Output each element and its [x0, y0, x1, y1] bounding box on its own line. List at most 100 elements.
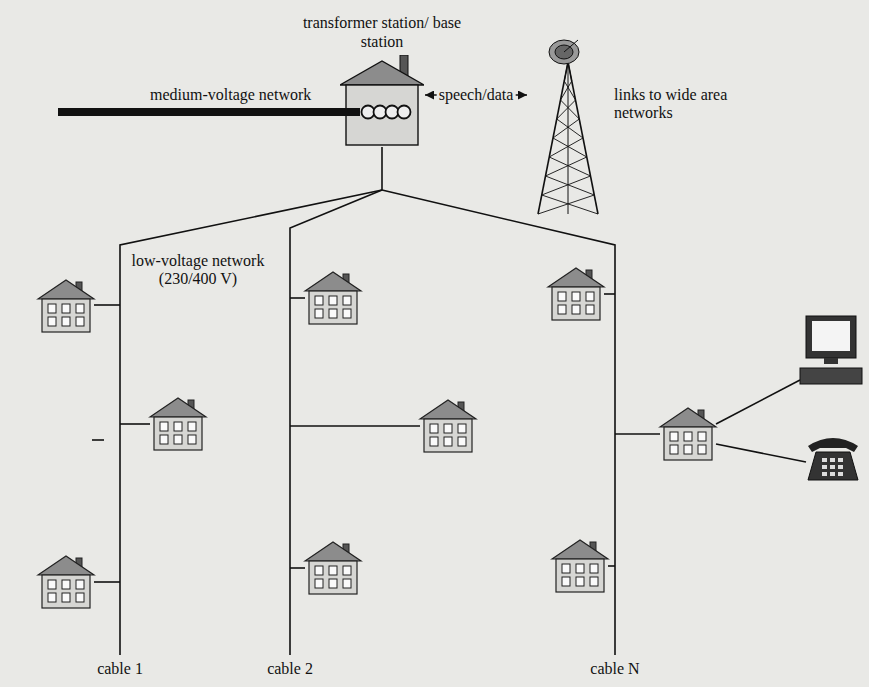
house-body [556, 559, 604, 592]
tower-brace [561, 100, 580, 119]
tower-brace [542, 195, 598, 214]
house-window [458, 437, 466, 446]
house-body [309, 561, 357, 594]
low-voltage-wire [381, 147, 383, 190]
telephone-key [830, 465, 835, 469]
house-window [558, 292, 566, 301]
house-roof [150, 398, 206, 417]
tower-brace [549, 138, 583, 157]
telephone-key [822, 458, 827, 462]
telephone-key [830, 458, 835, 462]
antenna-feed [564, 40, 578, 52]
low-voltage-wire [94, 581, 120, 583]
house-window [315, 579, 323, 588]
cable-label: cable 1 [97, 660, 143, 678]
house-window [444, 437, 452, 446]
transformer-station-drawing [340, 55, 424, 147]
computer-icon [800, 316, 862, 384]
house-body [424, 419, 472, 452]
house-window [315, 296, 323, 305]
radio-tower: links to wide area networks [528, 36, 608, 216]
house-window [329, 296, 337, 305]
house-icon [552, 540, 608, 592]
house-window [572, 305, 580, 314]
low-voltage-wire [608, 565, 615, 567]
house-icon [548, 268, 604, 320]
telephone-base [808, 452, 858, 480]
tower-brace [564, 62, 568, 81]
house-window [160, 422, 168, 431]
station-label: transformer station/ base station [302, 14, 462, 51]
house-window [76, 593, 84, 602]
low-voltage-wire [716, 380, 800, 424]
house-window [76, 580, 84, 589]
tower-brace [553, 138, 587, 157]
transformer-coil [374, 106, 387, 119]
house-window [48, 580, 56, 589]
house-window [698, 432, 706, 441]
house-roof [305, 272, 361, 291]
tower-brace [546, 157, 587, 176]
house-icon [660, 408, 716, 460]
house-window [576, 577, 584, 586]
house-window [160, 435, 168, 444]
house-window [329, 566, 337, 575]
house-window [76, 304, 84, 313]
tower-brace [538, 195, 594, 214]
house-window [684, 432, 692, 441]
house-window [329, 579, 337, 588]
tower-brace [542, 176, 591, 195]
low-voltage-wire [615, 433, 660, 435]
network-label: low-voltage network (230/400 V) [128, 252, 268, 289]
low-voltage-wire [120, 423, 150, 425]
house-window [62, 304, 70, 313]
house-window [444, 424, 452, 433]
cable-label: cable 2 [267, 660, 313, 678]
house-window [343, 309, 351, 318]
house-window [558, 305, 566, 314]
house-icon [305, 272, 361, 324]
antenna-dish [549, 40, 579, 64]
tower-brace [557, 119, 583, 138]
tower-brace [549, 157, 590, 176]
transformer-coil [398, 106, 411, 119]
house-window [188, 435, 196, 444]
house-window [430, 424, 438, 433]
house-window [174, 422, 182, 431]
house-window [62, 593, 70, 602]
tower-brace [553, 119, 579, 138]
house-body [154, 417, 202, 450]
house-window [315, 309, 323, 318]
edge-label: speech/data [437, 86, 516, 104]
station-body [346, 85, 418, 145]
house-window [698, 445, 706, 454]
house-icon [420, 400, 476, 452]
house-window [329, 309, 337, 318]
transformer-coil [386, 106, 399, 119]
house-window [62, 580, 70, 589]
telephone-key [838, 472, 843, 476]
house-icon [305, 542, 361, 594]
house-body [42, 575, 90, 608]
low-voltage-wire [290, 425, 420, 427]
low-voltage-wire [716, 444, 806, 462]
tower-brace [561, 81, 572, 100]
medium-voltage-line [58, 108, 348, 116]
low-voltage-wire [290, 567, 305, 569]
house-window [343, 296, 351, 305]
house-window [174, 435, 182, 444]
house-window [562, 577, 570, 586]
tower-brace [557, 100, 576, 119]
busbar [346, 108, 360, 116]
telephone-icon [808, 438, 858, 480]
house-window [430, 437, 438, 446]
house-window [590, 564, 598, 573]
telephone-key [830, 472, 835, 476]
house-window [586, 292, 594, 301]
house-window [48, 593, 56, 602]
house-roof [548, 268, 604, 287]
low-voltage-wire [290, 190, 382, 655]
house-window [315, 566, 323, 575]
